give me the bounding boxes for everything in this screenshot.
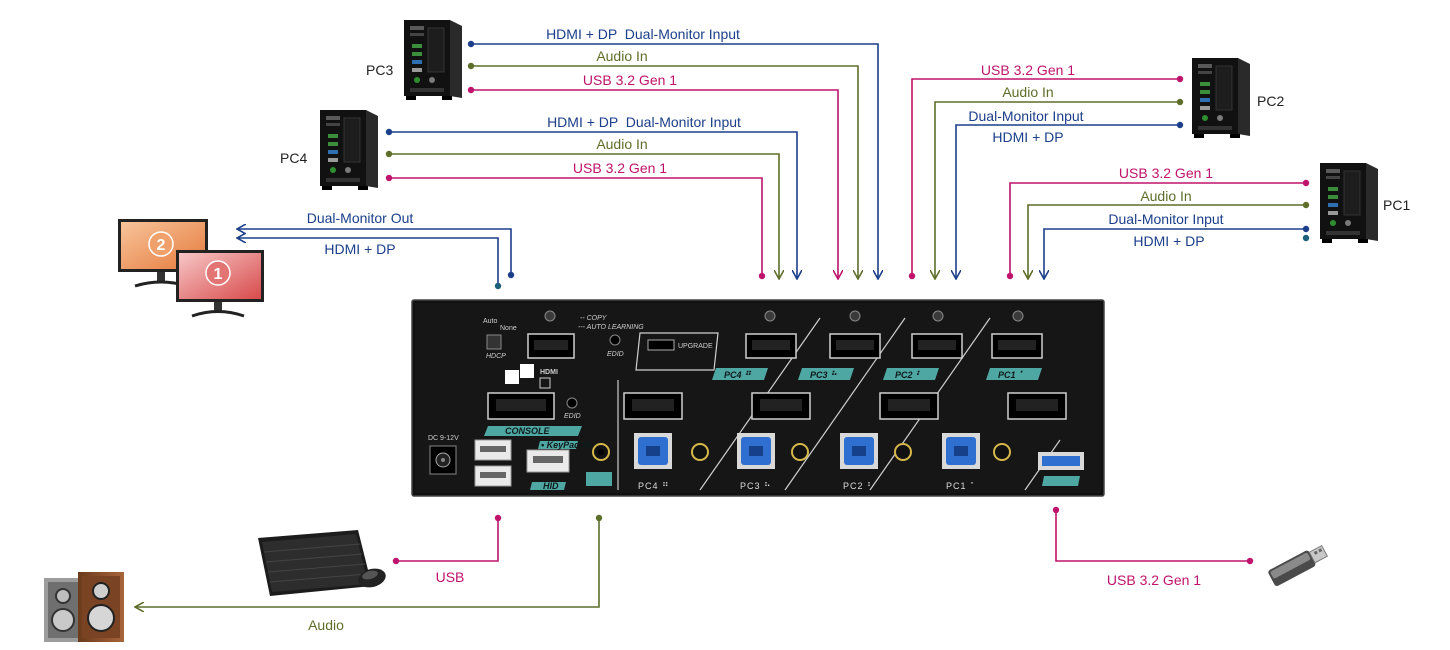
pc1-tower xyxy=(1319,162,1379,244)
keypad-label: • KeyPad IN xyxy=(541,440,592,450)
cables-pc3 xyxy=(467,40,878,278)
cables-pc1 xyxy=(1006,179,1310,279)
pc1-video-label-1: Dual-Monitor Input xyxy=(1108,211,1223,227)
pc1-tag: PC1 ⠁ xyxy=(998,370,1025,380)
pc2-tag: PC2 ⠃ xyxy=(895,370,922,380)
monitor-out-label-1: Dual-Monitor Out xyxy=(307,210,414,226)
kvm-switch: Auto None HDCP -- COPY --- AUTO LEARNING… xyxy=(411,299,1105,497)
usb-tag-pc2: PC2 ⠃ xyxy=(843,481,875,491)
monitor-2-number: 2 xyxy=(157,237,166,254)
tower-computer-icon xyxy=(403,19,463,101)
upgrade-port: UPGRADE xyxy=(635,332,719,371)
hdcp-label: HDCP xyxy=(486,353,506,360)
usb-hub-port xyxy=(1038,452,1084,486)
pc3-tower xyxy=(403,19,463,101)
copy-label: -- COPY xyxy=(580,315,608,322)
cables-pc4 xyxy=(385,128,797,279)
pc1-usb-label: USB 3.2 Gen 1 xyxy=(1119,165,1213,181)
console-usb-ports: • KeyPad IN HID xyxy=(474,439,592,491)
usb-tag-pc4: PC4 ⠛ xyxy=(638,481,670,491)
pc3-video-label: HDMI + DP Dual-Monitor Input xyxy=(546,26,740,42)
monitor-1-number: 1 xyxy=(214,266,223,283)
console-label: CONSOLE xyxy=(505,426,551,436)
console-audio-label: Audio xyxy=(308,617,344,633)
dc-label: DC 9-12V xyxy=(428,435,459,442)
pc3-audio-label: Audio In xyxy=(596,48,647,64)
pc-hdmi-ports xyxy=(745,333,1043,359)
pc4-usb-label: USB 3.2 Gen 1 xyxy=(573,160,667,176)
video-mode-logos: HDMI xyxy=(505,364,558,389)
pc4-audio-label: Audio In xyxy=(596,136,647,152)
pc1-video-label-2: HDMI + DP xyxy=(1133,233,1204,249)
console-hdmi-port xyxy=(527,333,575,359)
monitor-out-label-2: HDMI + DP xyxy=(324,241,395,257)
tower-computer-icon xyxy=(1191,57,1251,139)
pc4-tag: PC4 ⠛ xyxy=(724,370,752,380)
cable-labels: HDMI + DP Dual-Monitor Input Audio In US… xyxy=(307,26,1224,633)
speakers xyxy=(44,572,124,642)
tower-computer-icon xyxy=(1319,162,1379,244)
hdcp-auto-label: Auto xyxy=(483,318,498,325)
pc4-tower xyxy=(319,109,379,191)
console-usb-label: USB xyxy=(436,569,465,585)
pc3-label: PC3 xyxy=(366,62,393,78)
console-audio-jack xyxy=(586,443,612,486)
pc-dp-ports xyxy=(623,392,1067,420)
upgrade-label: UPGRADE xyxy=(678,343,713,350)
hdcp-switch: Auto None HDCP xyxy=(483,318,517,360)
hdmi-logo-label: HDMI xyxy=(540,369,558,376)
console-dp-port xyxy=(487,392,555,420)
edid2-label: EDID xyxy=(564,413,581,420)
pc1-audio-label: Audio In xyxy=(1140,188,1191,204)
pc4-label: PC4 xyxy=(280,150,307,166)
edid-label: EDID xyxy=(607,351,624,358)
usb-tag-pc1: PC1 ⠁ xyxy=(946,481,978,491)
pc2-tower xyxy=(1191,57,1251,139)
thumb-screws xyxy=(544,310,1024,322)
auto-learning-label: --- AUTO LEARNING xyxy=(578,324,644,331)
monitor-1: 1 xyxy=(176,250,264,318)
console-banner: CONSOLE xyxy=(484,426,582,436)
pc2-audio-label: Audio In xyxy=(1002,84,1053,100)
hdcp-none-label: None xyxy=(500,325,517,332)
hid-label: HID xyxy=(543,481,559,491)
pc4-video-label: HDMI + DP Dual-Monitor Input xyxy=(547,114,741,130)
pc2-video-label-2: HDMI + DP xyxy=(992,129,1063,145)
cables-pc2 xyxy=(908,75,1184,279)
pc2-usb-label: USB 3.2 Gen 1 xyxy=(981,62,1075,78)
pc3-usb-label: USB 3.2 Gen 1 xyxy=(583,72,677,88)
usb-drive-label: USB 3.2 Gen 1 xyxy=(1107,572,1201,588)
usb-drive xyxy=(1268,544,1328,586)
pc3-tag: PC3 ⠓ xyxy=(810,370,837,380)
tower-computer-icon xyxy=(319,109,379,191)
pc-port-tags: PC4 ⠛ PC3 ⠓ PC2 ⠃ PC1 ⠁ xyxy=(712,368,1042,380)
cables-monitor-out xyxy=(238,229,515,290)
pc2-video-label-1: Dual-Monitor Input xyxy=(968,108,1083,124)
pc2-label: PC2 xyxy=(1257,93,1284,109)
cables-console xyxy=(136,506,1254,607)
pc1-label: PC1 xyxy=(1383,197,1410,213)
dc-jack: DC 9-12V xyxy=(428,435,459,475)
pc-usb-tags: PC4 ⠛ PC3 ⠓ PC2 ⠃ PC1 ⠁ xyxy=(638,481,978,491)
keyboard-mouse xyxy=(258,530,386,596)
usb-tag-pc3: PC3 ⠓ xyxy=(740,481,772,491)
pc-usb-b-ports xyxy=(634,433,1011,469)
